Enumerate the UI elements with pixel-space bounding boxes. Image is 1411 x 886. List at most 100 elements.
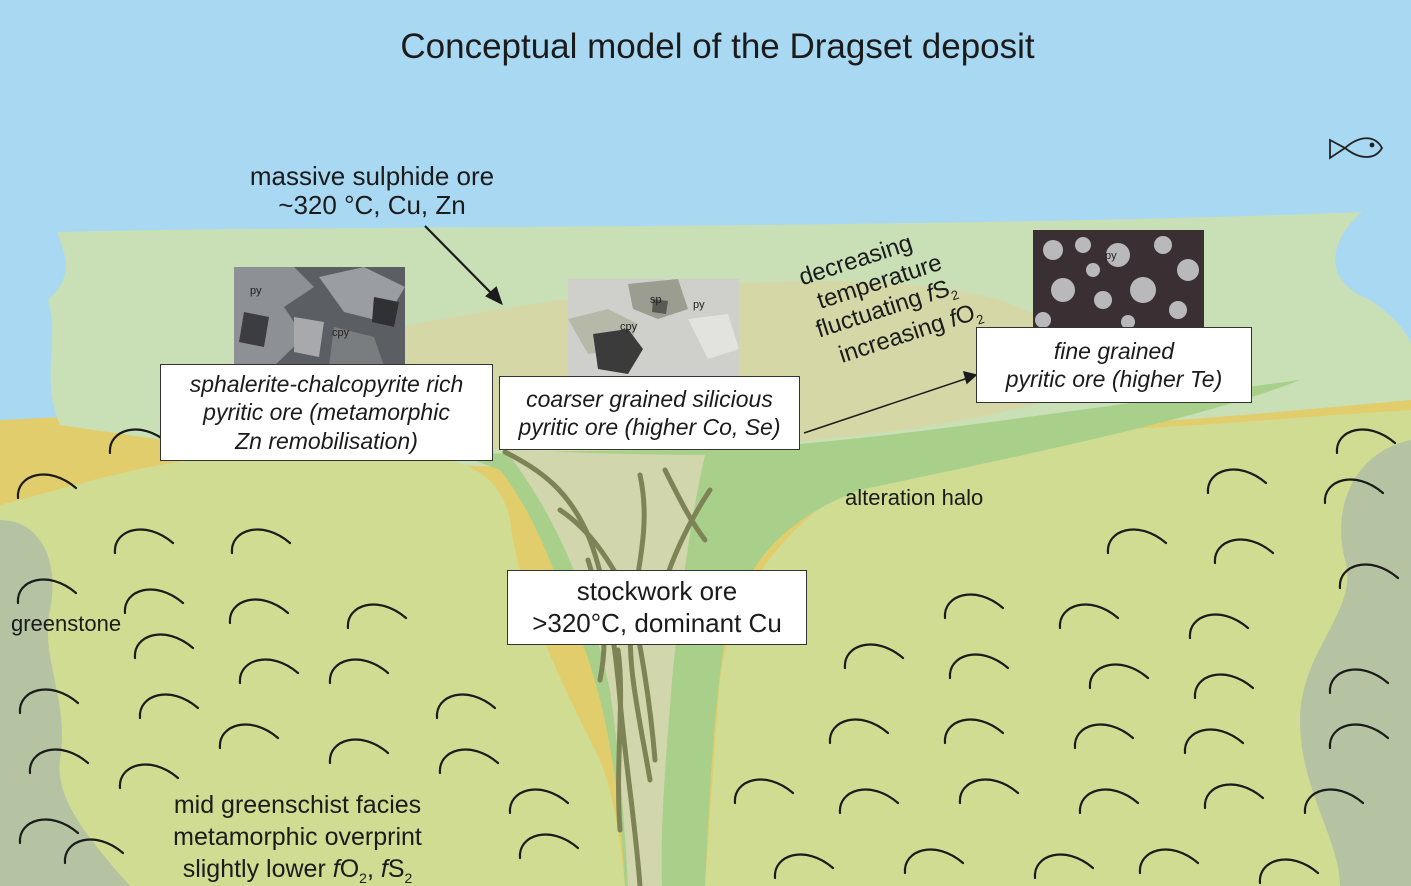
pillow-lava-icon <box>828 718 890 745</box>
metamorphic-line2: metamorphic overprint <box>173 823 422 851</box>
pillow-lava-icon <box>228 598 290 625</box>
pillow-lava-icon <box>1206 468 1268 495</box>
pillow-lava-icon <box>238 658 300 685</box>
pillow-lava-icon <box>18 688 80 715</box>
pillow-lava-icon <box>943 593 1005 620</box>
pillow-lava-icon <box>773 853 835 880</box>
photo-middle-label-cpy: cpy <box>620 321 638 333</box>
metamorphic-sub1: 2 <box>359 870 367 886</box>
pillow-lava-icon <box>118 763 180 790</box>
box-coarser-line1: coarser grained silicious <box>526 385 773 412</box>
metamorphic-line1: mid greenschist facies <box>173 791 422 819</box>
alteration-halo-label: alteration halo <box>845 485 984 510</box>
box-coarser-line2: pyritic ore (higher Co, Se) <box>518 414 781 440</box>
pillow-lava-icon <box>1328 668 1390 695</box>
pillow-lava-icon <box>1188 613 1250 640</box>
metamorphic-O: O <box>339 855 360 883</box>
pillow-lava-icon <box>16 578 78 605</box>
photo-middle-label-sp: sp <box>650 294 662 306</box>
pillow-lava-icon <box>1033 853 1095 880</box>
greenstone-left <box>0 520 130 886</box>
pillow-lava-icon <box>113 528 175 555</box>
metamorphic-sub2: 2 <box>404 870 413 886</box>
pillow-lava-icon <box>328 658 390 685</box>
micrograph-left <box>234 267 405 366</box>
pillow-lava-icon <box>838 788 900 815</box>
pillow-lava-icon <box>1303 788 1365 815</box>
pillow-lava-icon <box>28 748 90 775</box>
metamorphic-f1: f <box>332 855 340 883</box>
metamorphic-line3-prefix: slightly lower <box>182 855 333 883</box>
pillow-lava-icon <box>1138 848 1200 875</box>
pillow-lava-icon <box>1328 723 1390 750</box>
micrograph-middle <box>568 279 739 376</box>
pillow-lava-group <box>16 428 1400 885</box>
stockwork-pipe <box>505 450 705 886</box>
box-fine-ore: fine grained pyritic ore (higher Te) <box>976 327 1252 403</box>
box-stockwork-ore: stockwork ore >320°C, dominant Cu <box>507 570 807 645</box>
pillow-lava-icon <box>16 473 78 500</box>
pillow-lava-icon <box>63 838 125 865</box>
pillow-lava-icon <box>138 693 200 720</box>
photo-fine: py <box>1033 230 1204 329</box>
greenstone-label: greenstone <box>11 611 122 636</box>
pillow-lava-icon <box>1073 723 1135 750</box>
photo-coarser: sp py cpy <box>568 279 739 376</box>
pillow-lava-icon <box>18 818 80 845</box>
pillow-lava-icon <box>1058 603 1120 630</box>
pillow-lava-icon <box>1193 673 1255 700</box>
box-fine-line1: fine grained <box>1053 337 1175 364</box>
metamorphic-line3: slightly lower fO2, fS2 <box>120 853 475 886</box>
box-sphalerite-ore: sphalerite-chalcopyrite rich pyritic ore… <box>160 364 493 461</box>
pillow-lava-icon <box>328 738 390 765</box>
pillow-lava-icon <box>948 653 1010 680</box>
micrograph-right <box>1033 230 1204 329</box>
massive-ore-line2: ~320 °C, Cu, Zn <box>278 189 466 220</box>
greenschist-left <box>0 450 625 886</box>
box-stockwork-line2: >320°C, dominant Cu <box>532 607 782 638</box>
pillow-lava-icon <box>1078 788 1140 815</box>
metamorphic-f2: f <box>380 855 388 883</box>
pillow-lava-icon <box>218 723 280 750</box>
massive-ore-line1: massive sulphide ore <box>249 161 495 191</box>
massive-ore-label: massive sulphide ore ~320 °C, Cu, Zn <box>226 162 518 219</box>
pillow-lava-icon <box>1213 538 1275 565</box>
pillow-lava-icon <box>123 588 185 615</box>
pillow-lava-icon <box>843 643 905 670</box>
photo-left-label-cpy: cpy <box>332 327 350 339</box>
pillow-lava-icon <box>133 633 195 660</box>
photo-right-label-py: py <box>1105 250 1117 262</box>
pillow-lava-icon <box>903 848 965 875</box>
pillow-lava-icon <box>1323 478 1385 505</box>
massive-ore-arrow <box>424 225 503 306</box>
metamorphic-S: S <box>387 855 405 883</box>
metamorphic-comma: , <box>366 855 381 883</box>
pillow-lava-icon <box>733 778 795 805</box>
pillow-lava-icon <box>1258 858 1320 885</box>
pillow-lava-icon <box>1088 663 1150 690</box>
pillow-lava-icon <box>108 428 170 455</box>
pillow-lava-icon <box>1335 428 1397 455</box>
metamorphic-label: mid greenschist facies metamorphic overp… <box>120 789 475 886</box>
diagram-title: Conceptual model of the Dragset deposit <box>400 27 1035 66</box>
greenstone-right <box>1300 440 1411 886</box>
photo-sphalerite: py cpy <box>234 267 405 366</box>
pillow-lava-icon <box>435 693 497 720</box>
pillow-lava-icon <box>438 748 500 775</box>
box-stockwork-line1: stockwork ore <box>576 576 738 607</box>
pillow-lava-icon <box>1338 563 1400 590</box>
photo-left-label-py: py <box>250 285 262 297</box>
pillow-lava-icon <box>958 778 1020 805</box>
box-sphalerite-line3: Zn remobilisation) <box>235 427 418 454</box>
pillow-lava-icon <box>518 833 580 860</box>
fish-icon <box>1329 137 1384 160</box>
box-fine-line2: pyritic ore (higher Te) <box>1005 366 1223 392</box>
box-sphalerite-line1: sphalerite-chalcopyrite rich <box>189 371 464 398</box>
pillow-lava-icon <box>230 528 292 555</box>
box-sphalerite-line2: pyritic ore (metamorphic <box>203 399 450 426</box>
pillow-lava-icon <box>1183 728 1245 755</box>
box-coarser-ore: coarser grained silicious pyritic ore (h… <box>499 376 800 450</box>
photo-middle-label-py: py <box>693 299 705 311</box>
pillow-lava-icon <box>508 788 570 815</box>
